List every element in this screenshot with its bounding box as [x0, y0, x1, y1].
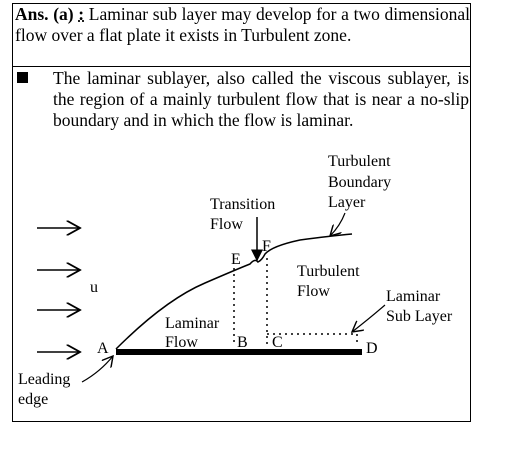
- flat-plate: [116, 349, 362, 355]
- answer-paragraph: Ans. (a) : Laminar sub layer may develop…: [15, 4, 470, 46]
- leading-edge-pointer: [81, 356, 113, 383]
- divider: [12, 66, 471, 67]
- bullet-text: The laminar sublayer, also called the vi…: [53, 68, 469, 130]
- label-transition-2: Flow: [210, 216, 243, 233]
- label-point-c: C: [272, 334, 283, 351]
- answer-text: Laminar sub layer may develop for a two …: [15, 4, 471, 45]
- label-point-e: E: [231, 251, 241, 268]
- turbulent-boundary-pointer: [330, 212, 346, 236]
- label-u: u: [90, 279, 98, 296]
- laminar-sublayer-pointer: [352, 304, 386, 332]
- label-laminar-flow-1: Laminar: [165, 315, 220, 332]
- label-leading-1: Leading: [18, 371, 70, 388]
- answer-prefix: Ans. (a): [15, 4, 74, 24]
- label-laminar-sub-2: Sub Layer: [386, 308, 453, 325]
- label-point-d: D: [366, 340, 378, 357]
- label-turbulent-flow-2: Flow: [297, 283, 330, 300]
- label-turbulent-flow-1: Turbulent: [297, 263, 360, 280]
- label-leading-2: edge: [18, 391, 48, 408]
- answer-colon: :: [78, 4, 85, 24]
- label-laminar-flow-2: Flow: [165, 334, 198, 351]
- label-turbulent-boundary-2: Boundary: [328, 174, 391, 191]
- label-transition-1: Transition: [210, 196, 275, 213]
- label-turbulent-boundary-1: Turbulent: [328, 153, 391, 170]
- label-turbulent-boundary-3: Layer: [328, 194, 366, 211]
- label-point-b: B: [237, 334, 248, 351]
- label-laminar-sub-1: Laminar: [386, 288, 441, 305]
- square-bullet-icon: [17, 72, 28, 83]
- boundary-layer-curve: [115, 233, 353, 350]
- answer-frame: [12, 3, 471, 422]
- label-point-a: A: [97, 340, 109, 357]
- label-point-f: F: [262, 238, 271, 255]
